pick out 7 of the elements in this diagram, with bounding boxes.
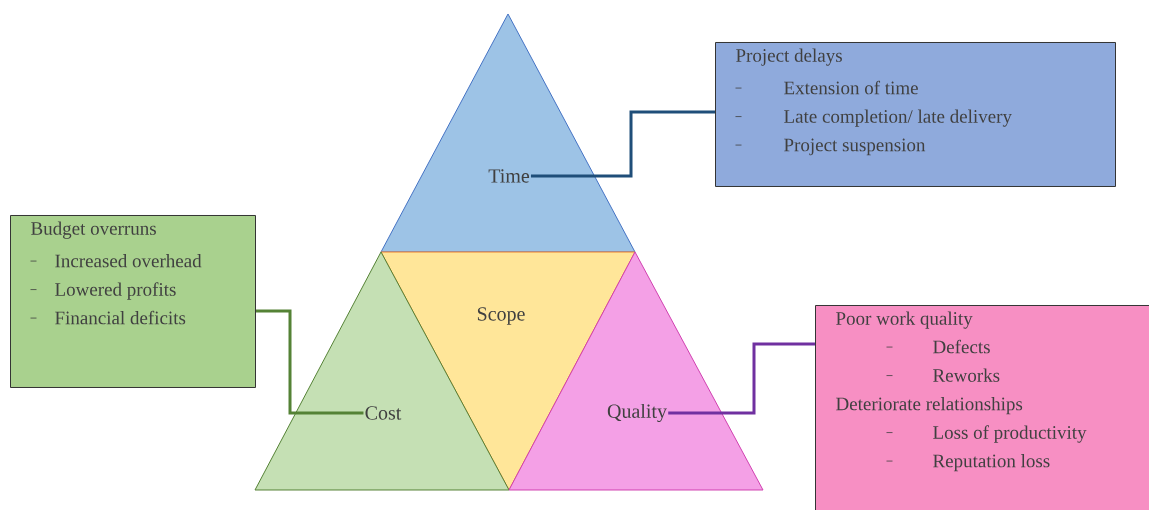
connector-line	[530, 110, 715, 178]
text-box: Budget overruns Increased overhead Lowered profits Financial deficits	[10, 215, 256, 388]
triangle-section: Time	[380, 13, 636, 253]
text-box: Poor work quality Defects Reworks Deteriorate relationships Loss of productivity Reputation loss	[815, 305, 1149, 510]
connector-line	[668, 342, 815, 415]
connector-line	[256, 309, 364, 415]
text-box: Project delays Extension of time Late completion/ late delivery Project suspension	[715, 42, 1116, 187]
